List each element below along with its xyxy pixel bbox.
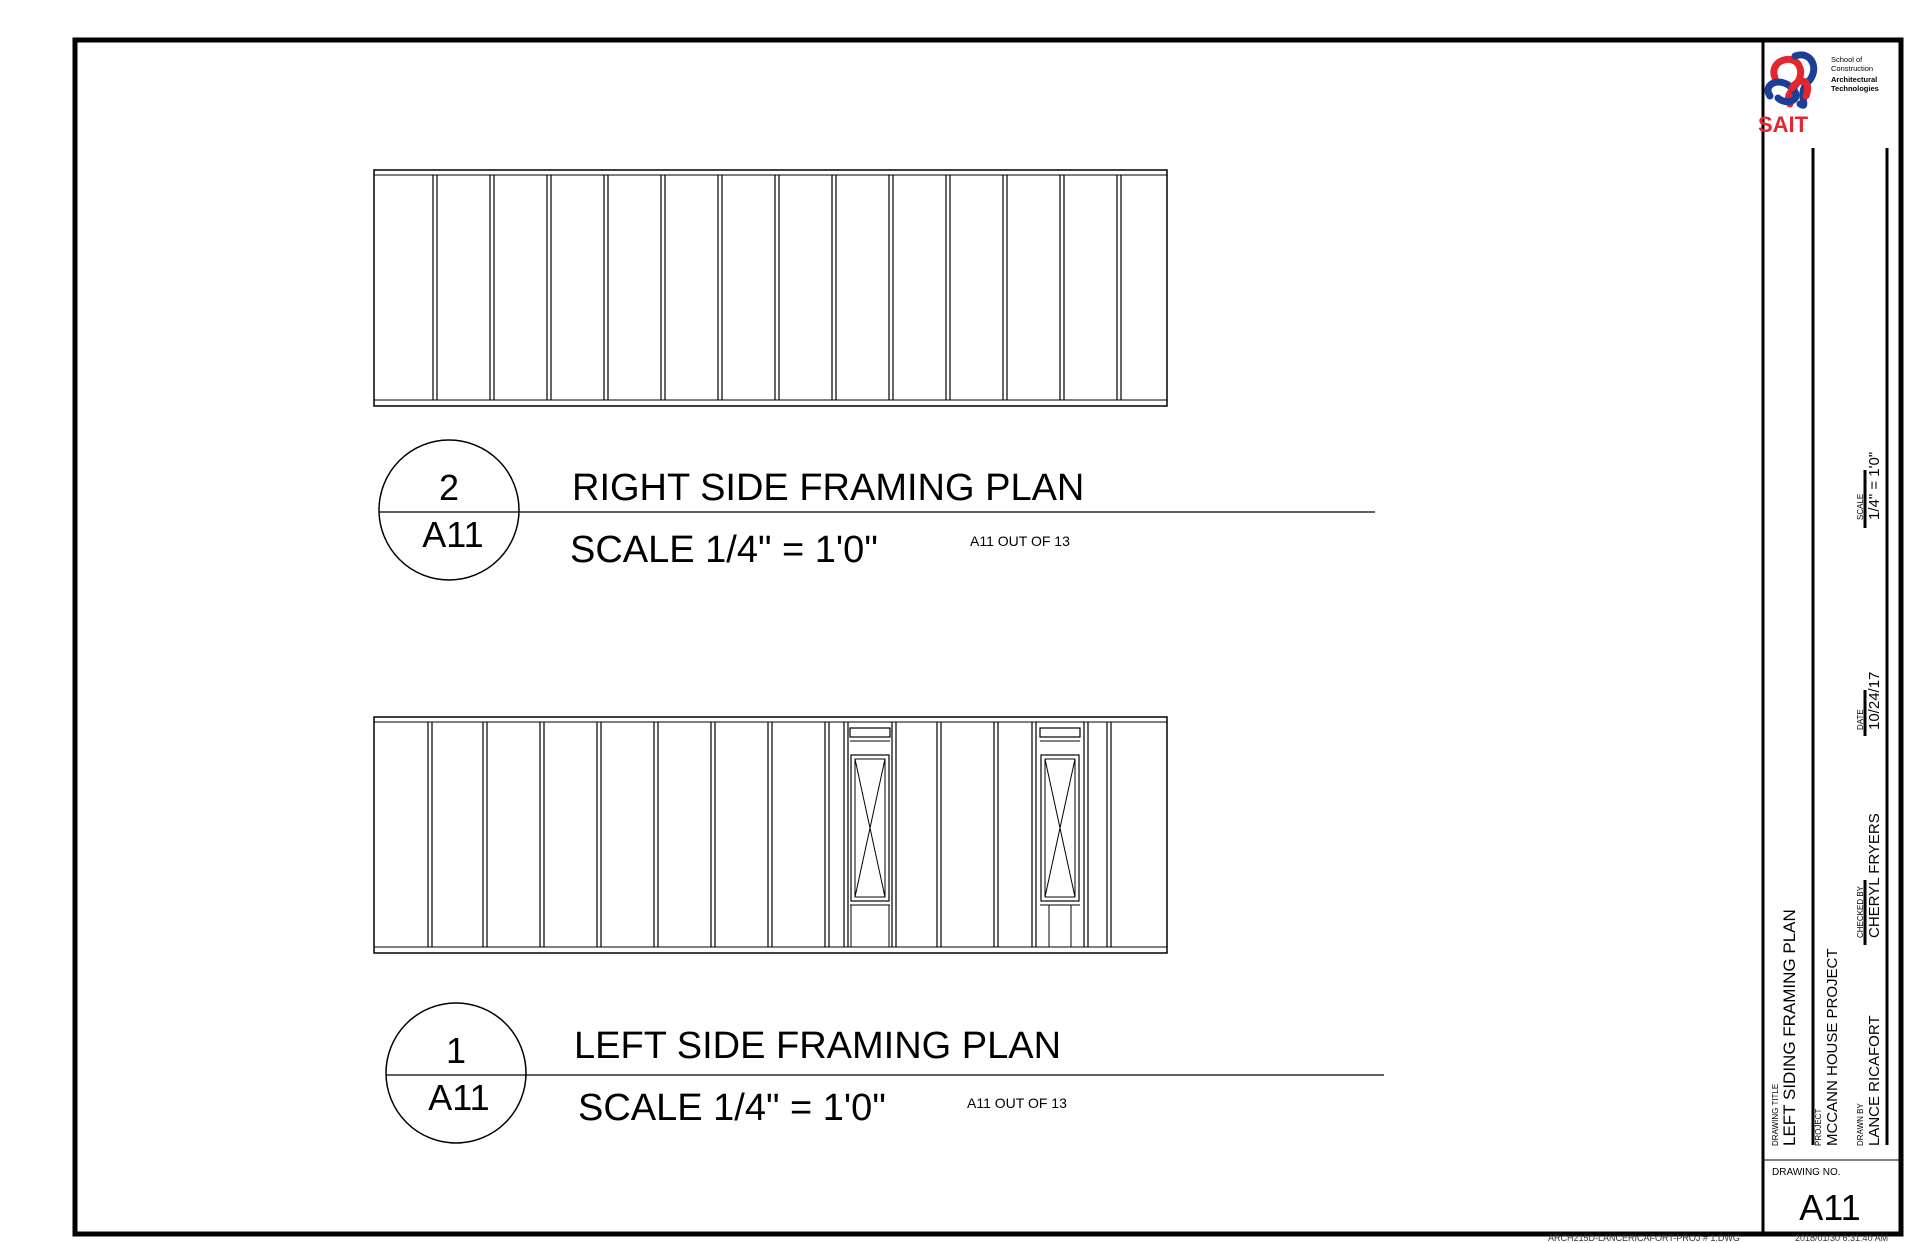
drawing-title-label: DRAWING TITLE [1771,1084,1780,1146]
scale-label: SCALE [1856,494,1865,520]
view-sheet-ref: A11 [428,1077,489,1118]
date-label: DATE [1856,709,1865,730]
view-number: 2 [439,467,459,508]
drawing-title: LEFT SIDING FRAMING PLAN [1780,909,1799,1146]
right-side-framing-elevation [373,169,1168,407]
view-bubble [378,439,520,581]
drawn-by-name: LANCE RICAFORT [1866,1015,1883,1146]
department-line-2: Technologies [1831,84,1879,93]
school-line-2: Construction [1831,64,1873,73]
window-opening [1039,727,1081,947]
checked-by-label: CHECKED BY [1856,885,1865,938]
sait-knot-icon [1764,51,1818,109]
view-scale: SCALE 1/4" = 1'0" [570,529,878,571]
footer-timestamp: 2018/01/30 6:31:40 AM [1795,1233,1889,1243]
drawing-no-label: DRAWING NO. [1772,1167,1841,1178]
stud-group [427,722,1112,947]
view-page-ref: A11 OUT OF 13 [970,533,1070,549]
view-title: RIGHT SIDE FRAMING PLAN [572,467,1084,509]
view-number: 1 [446,1030,466,1071]
view-sheet-ref: A11 [422,514,483,555]
checked-by-name: CHERYL FRYERS [1866,813,1883,938]
sheet-border [72,37,1904,1237]
stud-group [432,175,1122,400]
drawing-no: A11 [1799,1187,1860,1228]
window-opening [849,727,891,947]
date-value: 10/24/17 [1866,672,1883,730]
sait-logo: SAIT School of Construction Architectura… [1758,51,1879,137]
left-side-framing-elevation [373,716,1168,954]
project-name: MCCANN HOUSE PROJECT [1824,948,1841,1146]
view-title: LEFT SIDE FRAMING PLAN [574,1025,1061,1067]
view-callout-right: 2 A11 RIGHT SIDE FRAMING PLAN SCALE 1/4"… [378,439,1375,581]
drawn-by-label: DRAWN BY [1856,1103,1865,1146]
sait-wordmark: SAIT [1758,112,1809,137]
view-page-ref: A11 OUT OF 13 [967,1095,1067,1111]
footer-filename: ARCH215D-LANCERICAFORT-PROJ # 1.DWG [1548,1233,1740,1243]
school-line-1: School of [1831,55,1863,64]
department-line-1: Architectural [1831,75,1877,84]
project-label: PROJECT [1814,1109,1823,1146]
scale-value: 1/4" = 1'0" [1866,452,1883,520]
view-callout-left: 1 A11 LEFT SIDE FRAMING PLAN SCALE 1/4" … [385,1002,1384,1144]
view-bubble [385,1002,527,1144]
view-scale: SCALE 1/4" = 1'0" [578,1087,886,1129]
